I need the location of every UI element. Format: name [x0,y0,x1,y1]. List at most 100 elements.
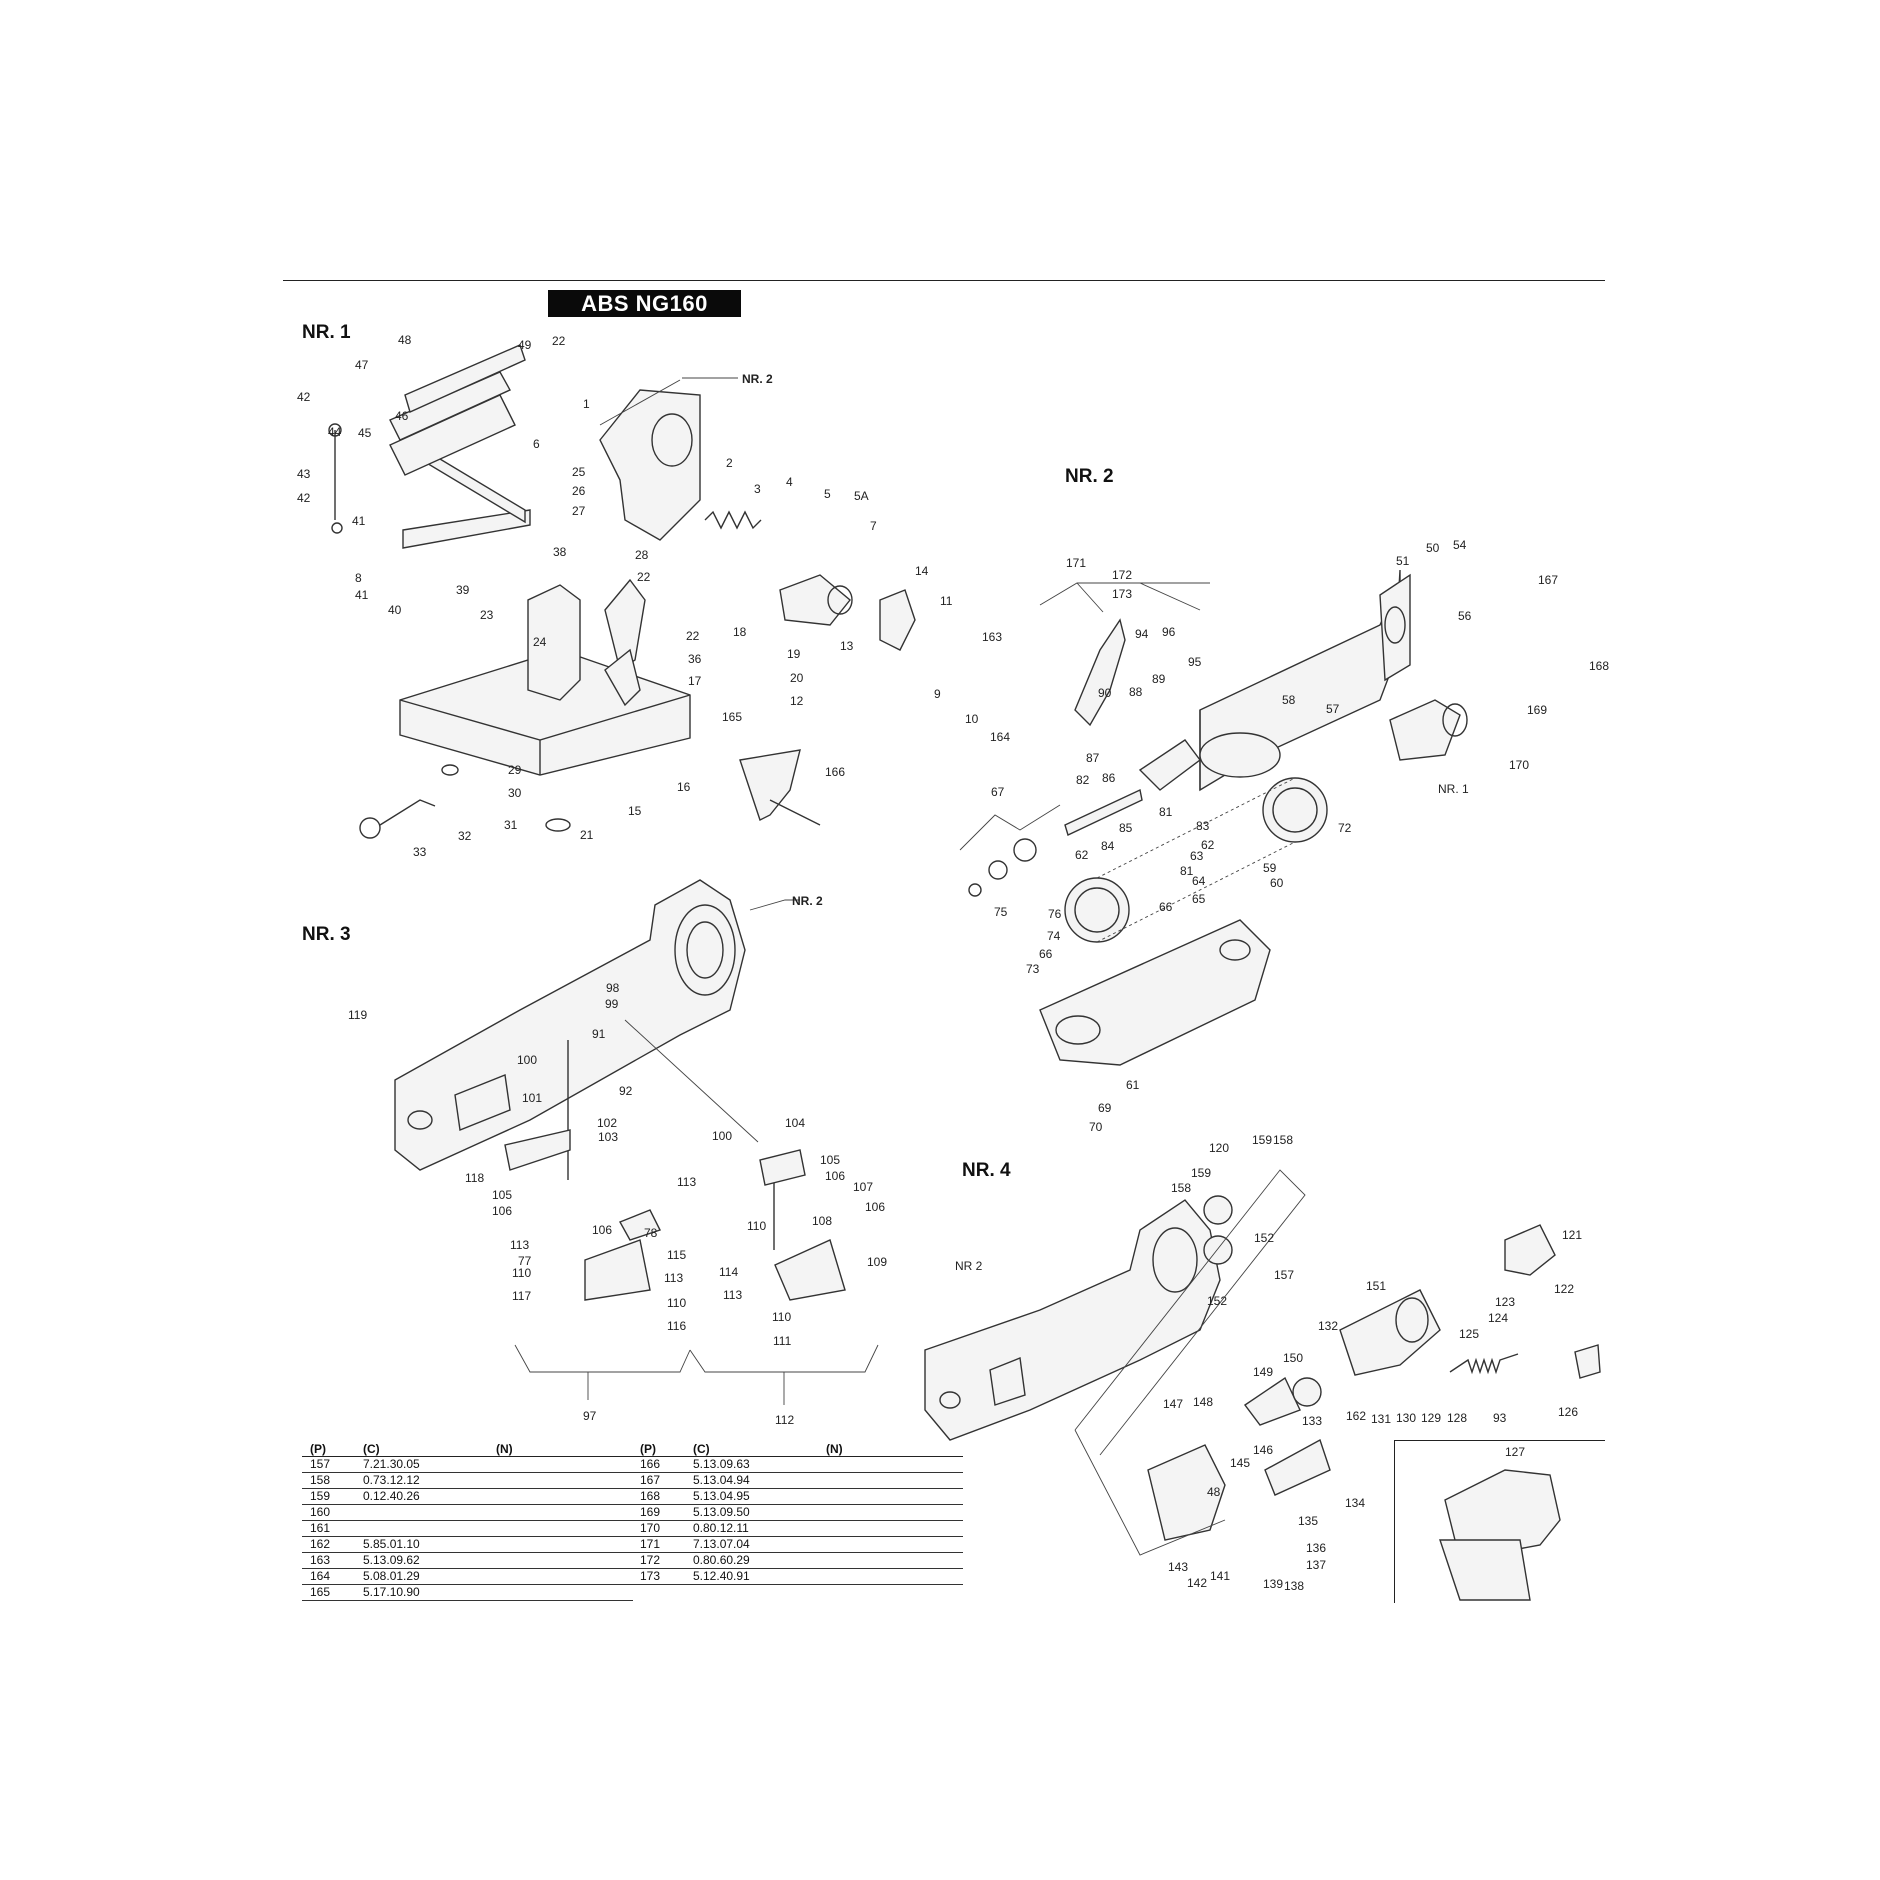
callout-nr1-54: 33 [413,845,427,859]
callout-nr3-21: 116 [667,1319,686,1333]
callout-nr4-34: 143 [1168,1560,1188,1574]
callout-nr3-2: 99 [605,997,619,1011]
nr2-blade-guard [1039,919,1271,1066]
nr1-vise-block [527,584,581,701]
callout-nr1-29: 23 [480,608,494,622]
nr1-lever [739,749,801,821]
callout-nr1-34: 18 [733,625,747,639]
callout-nr1-14: 42 [297,491,311,505]
callout-nr4-17: 130 [1396,1411,1416,1425]
callout-nr2-32: 66 [1159,900,1173,914]
callout-nr4-22: 149 [1253,1365,1273,1379]
callout-nr2-36: 74 [1047,929,1061,943]
callout-nr1-50: 29 [508,763,522,777]
callout-nr1-18: 4 [786,475,793,489]
callout-nr3-31: 108 [812,1214,832,1228]
cell-c: 5.13.04.95 [685,1488,818,1505]
callout-nr1-20: 5A [854,489,869,503]
nr4-switch-box [1147,1444,1226,1541]
callout-nr4-11: 124 [1488,1311,1508,1325]
callout-nr3-27: 106 [865,1200,885,1214]
nr2-handle [1074,618,1126,727]
nr1-assembly [328,344,916,839]
nr4-power-cord [1449,1353,1519,1375]
cell-n [488,1504,633,1521]
callout-nr4-19: 128 [1447,1411,1467,1425]
callout-nr4-20: 93 [1493,1411,1507,1425]
callout-nr1-44: 164 [990,730,1010,744]
cell-p: 171 [632,1536,685,1553]
cell-p: 159 [302,1488,355,1505]
callout-nr2-27: 63 [1190,849,1204,863]
callout-nr4-0: 120 [1209,1141,1229,1155]
cell-n [488,1472,633,1489]
callout-nr2-17: 89 [1152,672,1166,686]
table-row: 161 [302,1520,633,1537]
callout-nr1-5: 42 [297,390,311,404]
callout-nr1-38: 13 [840,639,854,653]
callout-nr1-33: 17 [688,674,702,688]
callout-nr3-8: 103 [598,1130,618,1144]
nr4-gearbox [1504,1224,1556,1276]
cell-p: 170 [632,1520,685,1537]
callout-nr3-20: 110 [667,1296,686,1310]
callout-nr4-8: 121 [1562,1228,1582,1242]
callout-nr2-9: 54 [1453,538,1467,552]
callout-nr4-18: 129 [1421,1411,1441,1425]
callout-nr1-7: 45 [358,426,372,440]
callout-nr2-40: 59 [1263,861,1277,875]
callout-nr1-45: 165 [722,710,742,724]
callout-nr3-4: 100 [517,1053,537,1067]
callout-nr1-26: 38 [553,545,567,559]
callout-nr3-1: 98 [606,981,620,995]
callout-nr1-48: 15 [628,804,642,818]
callout-nr3-35: 111 [773,1334,792,1348]
callout-nr2-42: 61 [1126,1078,1140,1092]
nr4-switch [1264,1438,1331,1496]
callout-nr4-15: 162 [1346,1409,1366,1423]
callout-nr1-43: 10 [965,712,979,726]
cell-c: 7.13.07.04 [685,1536,818,1553]
callout-nr2-29: 81 [1180,864,1194,878]
callout-nr2-13: 169 [1527,703,1547,717]
callout-nr1-41: 163 [982,630,1002,644]
callout-nr2-20: 86 [1102,771,1116,785]
callout-nr4-31: 134 [1345,1496,1365,1510]
callout-nr4-28: 145 [1230,1456,1250,1470]
nr3-callouts: 1199899911009210110210311810510677113110… [348,981,887,1427]
callout-nr2-5: 95 [1188,655,1202,669]
callout-nr4-14: 132 [1318,1319,1338,1333]
nr4-upper-gear [1203,1195,1233,1225]
cell-n [488,1488,633,1505]
callout-nr1-55: 34 [0,0,14,3]
callout-nr2-2: 173 [1112,587,1132,601]
callout-nr2-23: 85 [1119,821,1133,835]
callout-nr2-6: 96 [1162,625,1176,639]
callout-nr4-10: 123 [1495,1295,1515,1309]
nr3-stop-bar [504,1129,571,1171]
callout-nr2-34: 75 [994,905,1008,919]
cell-p: 164 [302,1568,355,1585]
cell-n [488,1536,633,1553]
callout-nr4-36: 141 [1210,1569,1230,1583]
cell-p: 166 [632,1456,685,1473]
callout-nr4-26: 133 [1302,1414,1322,1428]
callout-nr4-25: 148 [1193,1395,1213,1409]
callout-nr3-37: 112 [775,1413,794,1427]
callout-nr2-18: 88 [1129,685,1143,699]
callout-nr2-12: 168 [1589,659,1609,673]
model-title-badge: ABS NG160 [548,290,741,317]
nr3-right-bracket [774,1239,846,1301]
nr2-head-plate [1379,573,1411,682]
nr1-cam [879,589,916,651]
callout-nr1-31: 22 [686,629,700,643]
callout-nr3-3: 91 [592,1027,606,1041]
callout-nr2-19: 87 [1086,751,1100,765]
